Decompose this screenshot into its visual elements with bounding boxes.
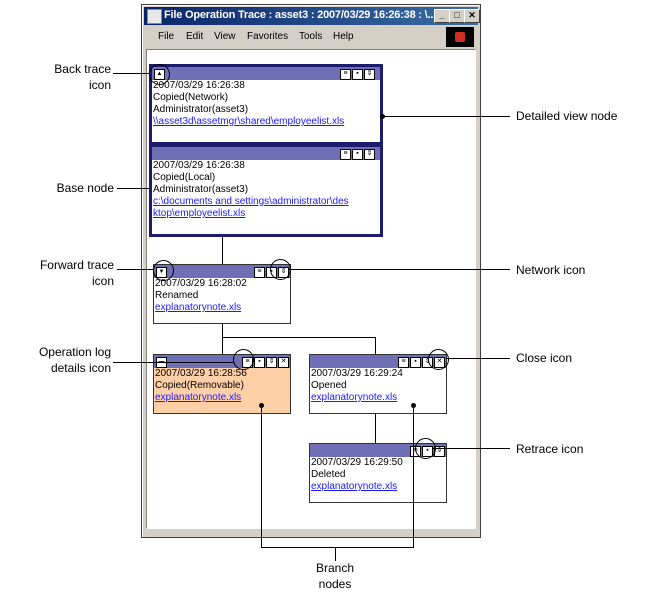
- menu-favorites[interactable]: Favorites: [247, 31, 289, 42]
- callout-line: [117, 188, 149, 189]
- callout-line: [261, 547, 414, 548]
- node-time: 2007/03/29 16:29:24: [311, 368, 403, 379]
- callout-line: [289, 269, 510, 270]
- node-file-link[interactable]: explanatorynote.xls: [311, 481, 398, 492]
- minimize-button[interactable]: _: [434, 9, 450, 23]
- retrace-icon[interactable]: ⇕: [364, 149, 375, 160]
- network-icon[interactable]: ▪: [254, 357, 265, 368]
- node-time: 2007/03/29 16:29:50: [311, 457, 403, 468]
- callout-line: [113, 73, 150, 74]
- node-time: 2007/03/29 16:28:56: [155, 368, 247, 379]
- title-bar: File Operation Trace : asset3 : 2007/03/…: [144, 7, 480, 25]
- node-operation: Renamed: [155, 290, 199, 301]
- callout-line: [433, 448, 510, 449]
- callout-line: [261, 405, 262, 548]
- maximize-button[interactable]: □: [449, 9, 465, 23]
- connector: [222, 337, 223, 354]
- node-operation: Copied(Network): [153, 92, 229, 103]
- node-file-link[interactable]: \\asset3d\assetmgr\shared\employeelist.x…: [153, 116, 345, 127]
- node-operation: Opened: [311, 380, 347, 391]
- node-file-link[interactable]: explanatorynote.xls: [311, 392, 398, 403]
- callout-line: [382, 116, 510, 117]
- close-icon-highlight: [428, 349, 449, 370]
- close-window-button[interactable]: ✕: [464, 9, 480, 23]
- base-node[interactable]: ≡ ▪ ⇕ 2007/03/29 16:26:38 Copied(Local) …: [149, 144, 383, 237]
- details-icon[interactable]: ≡: [398, 357, 409, 368]
- throbber: [446, 27, 474, 47]
- network-icon-highlight: [270, 259, 291, 280]
- menu-view[interactable]: View: [214, 31, 236, 42]
- detailed-view-node[interactable]: ▲ ≡ ▪ ⇕ 2007/03/29 16:26:38 Copied(Netwo…: [149, 64, 383, 145]
- opened-node[interactable]: ≡ ▪ ⇕ ✕ 2007/03/29 16:29:24 Opened expla…: [309, 354, 447, 414]
- details-icon[interactable]: ≡: [340, 69, 351, 80]
- node-header: ▲ ≡ ▪ ⇕: [152, 67, 380, 80]
- retrace-icon[interactable]: ⇕: [364, 69, 375, 80]
- connector: [222, 236, 223, 264]
- node-user: Administrator(asset3): [153, 104, 249, 115]
- callout-line: [413, 405, 414, 548]
- node-operation: Deleted: [311, 469, 346, 480]
- close-icon[interactable]: ✕: [278, 357, 289, 368]
- network-icon-label: Network icon: [516, 263, 586, 277]
- app-icon: [147, 9, 162, 24]
- copied-removable-node[interactable]: ▬ ≡ ▪ ⇕ ✕ 2007/03/29 16:28:56 Copied(Rem…: [153, 354, 291, 414]
- connector: [375, 337, 376, 354]
- close-icon-label: Close icon: [516, 351, 573, 365]
- windows-logo-icon: [455, 32, 465, 42]
- connector: [222, 323, 223, 337]
- callout-line: [446, 358, 510, 359]
- callout-line: [113, 362, 234, 363]
- callout-dot: [380, 114, 385, 119]
- node-time: 2007/03/29 16:26:38: [153, 80, 245, 91]
- op-log-highlight: [233, 349, 254, 370]
- connector: [222, 337, 376, 338]
- callout-line: [335, 547, 336, 561]
- network-icon[interactable]: ▪: [352, 149, 363, 160]
- forward-trace-highlight: [153, 260, 174, 281]
- node-operation: Copied(Removable): [155, 380, 244, 391]
- node-header: ≡ ▪ ⇕: [152, 147, 380, 160]
- details-icon[interactable]: ≡: [254, 267, 265, 278]
- connector: [375, 413, 376, 443]
- callout-line: [117, 269, 154, 270]
- menu-tools[interactable]: Tools: [299, 31, 323, 42]
- node-file-link[interactable]: ktop\employeelist.xls: [153, 208, 246, 219]
- window-title: File Operation Trace : asset3 : 2007/03/…: [164, 9, 437, 21]
- back-trace-highlight: [149, 64, 170, 85]
- network-icon[interactable]: ▪: [352, 69, 363, 80]
- node-file-link[interactable]: explanatorynote.xls: [155, 302, 242, 313]
- menu-help[interactable]: Help: [333, 31, 354, 42]
- retrace-icon[interactable]: ⇕: [266, 357, 277, 368]
- menu-file[interactable]: File: [158, 31, 175, 42]
- menu-bar: File Edit View Favorites Tools Help: [144, 27, 478, 47]
- retrace-icon-label: Retrace icon: [516, 442, 584, 456]
- node-user: Administrator(asset3): [153, 184, 249, 195]
- network-icon[interactable]: ▪: [410, 357, 421, 368]
- details-icon[interactable]: ≡: [340, 149, 351, 160]
- detailed-view-label: Detailed view node: [516, 109, 618, 123]
- node-operation: Copied(Local): [153, 172, 216, 183]
- node-header: ≡ ▪ ⇕ ✕: [310, 355, 446, 368]
- menu-edit[interactable]: Edit: [186, 31, 204, 42]
- node-time: 2007/03/29 16:26:38: [153, 160, 245, 171]
- node-file-link[interactable]: explanatorynote.xls: [155, 392, 242, 403]
- node-time: 2007/03/29 16:28:02: [155, 278, 247, 289]
- node-file-link[interactable]: c:\documents and settings\administrator\…: [153, 196, 349, 207]
- base-node-label: Base node: [56, 181, 114, 195]
